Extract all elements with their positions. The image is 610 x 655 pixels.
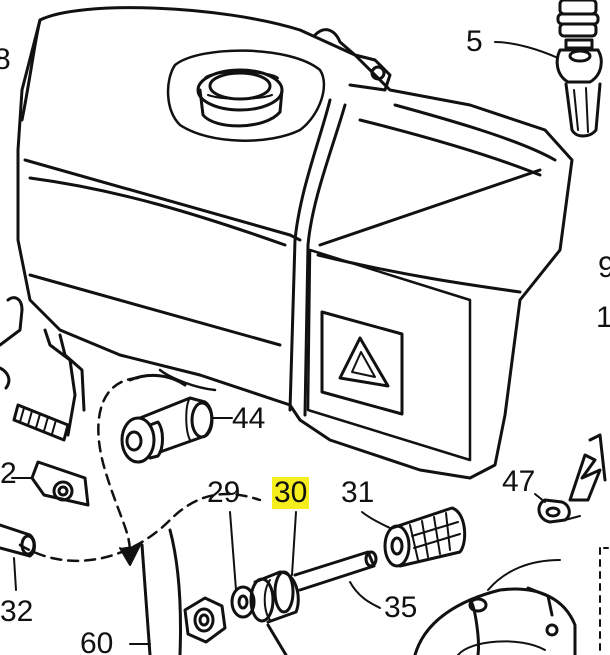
callout-30-highlighted: 30 (272, 476, 310, 509)
part-30-grommet (249, 570, 300, 624)
callout-1: 1 (596, 301, 610, 334)
part-44-connector (120, 396, 214, 464)
callout-5: 5 (466, 25, 483, 58)
callout-8: 8 (0, 43, 11, 76)
callout-9: 9 (598, 251, 610, 284)
left-bracket (0, 296, 90, 591)
callout-35: 35 (384, 591, 418, 624)
callout-44: 44 (232, 402, 266, 435)
part-5-cap (555, 0, 603, 138)
hose-route (97, 376, 140, 562)
hex-nut (183, 596, 227, 644)
callout-60: 60 (80, 627, 114, 655)
pump-motor (413, 586, 577, 655)
part-47-clip (537, 498, 581, 524)
part-31-filter (383, 506, 467, 568)
callout-47: 47 (502, 465, 536, 498)
callout-32: 32 (0, 595, 34, 628)
callout-31: 31 (341, 476, 375, 509)
callout-2: 2 (0, 457, 17, 490)
part-29-washer (230, 585, 256, 619)
part-35-pipe (293, 550, 378, 592)
right-arrow-part (568, 433, 610, 655)
reservoir-tank (16, 6, 574, 480)
callout-29: 29 (207, 476, 241, 509)
